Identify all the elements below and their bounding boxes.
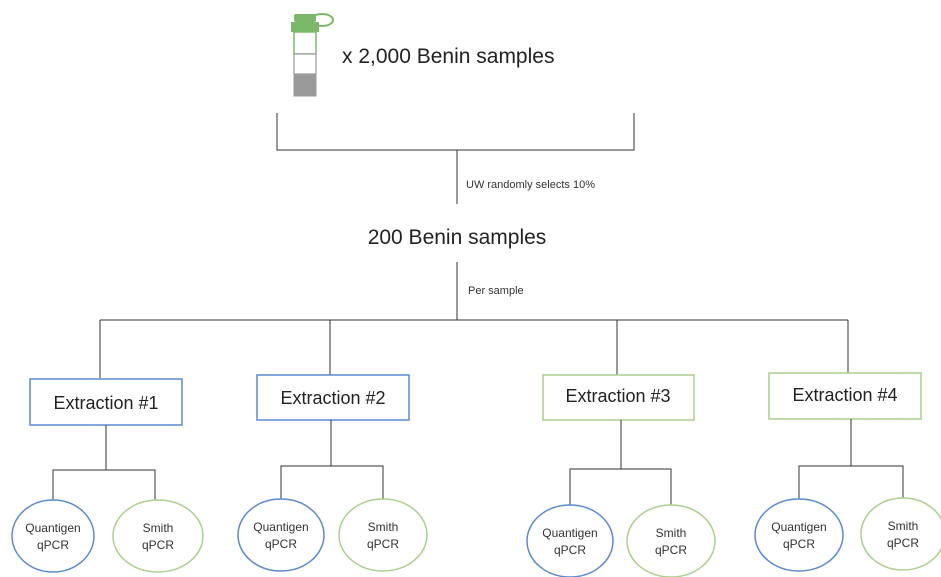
extraction-1-label: Extraction #1 (53, 393, 158, 413)
method-name: Smith (143, 521, 174, 535)
extraction-4-quantigen-qpcr: Quantigen qPCR (754, 498, 844, 572)
method-type: qPCR (655, 543, 687, 557)
extraction-4: Extraction #4 Quantigen qPCR Smith qPCR (754, 372, 941, 572)
oval (754, 498, 844, 572)
method-name: Smith (888, 519, 919, 533)
extraction-3-box (542, 374, 695, 421)
selection-label: UW randomly selects 10% (466, 179, 595, 191)
tube-upper (293, 31, 317, 55)
extraction-2-quantigen-qpcr: Quantigen qPCR (237, 498, 325, 572)
subset-label: 200 Benin samples (368, 226, 547, 249)
extraction-2-fork (280, 465, 384, 503)
sample-tube-icon (291, 13, 334, 97)
oval (338, 498, 428, 572)
extraction-1-fork (52, 469, 156, 505)
extraction-4-box (768, 372, 922, 420)
extraction-2-smith-qpcr: Smith qPCR (338, 498, 428, 572)
oval (860, 497, 941, 571)
extraction-2-box (256, 374, 410, 421)
oval (112, 499, 204, 573)
extraction-3-fork (569, 468, 672, 505)
tube-collar (291, 22, 319, 32)
oval (11, 499, 95, 573)
method-name: Quantigen (253, 520, 308, 534)
per-sample-label: Per sample (468, 285, 524, 297)
collection-bracket (276, 113, 635, 151)
method-type: qPCR (265, 537, 297, 551)
extraction-1-quantigen-qpcr: Quantigen qPCR (11, 499, 95, 573)
method-name: Quantigen (542, 526, 597, 540)
method-type: qPCR (142, 538, 174, 552)
method-name: Quantigen (25, 521, 80, 535)
extraction-1: Extraction #1 Quantigen qPCR Smith qPCR (11, 378, 204, 573)
tube-cap-loop (310, 13, 334, 27)
method-type: qPCR (554, 543, 586, 557)
sample-count-label: x 2,000 Benin samples (342, 45, 554, 68)
extraction-2-label: Extraction #2 (280, 388, 385, 408)
extraction-3-label: Extraction #3 (565, 386, 670, 406)
extraction-3: Extraction #3 Quantigen qPCR Smith qPCR (526, 374, 716, 577)
method-name: Smith (368, 520, 399, 534)
extraction-3-quantigen-qpcr: Quantigen qPCR (526, 504, 614, 577)
extraction-4-fork (798, 465, 904, 503)
method-type: qPCR (37, 538, 69, 552)
method-name: Smith (656, 526, 687, 540)
method-name: Quantigen (771, 520, 826, 534)
extraction-3-smith-qpcr: Smith qPCR (626, 504, 716, 577)
method-type: qPCR (887, 536, 919, 550)
tube-sample-fill (293, 73, 317, 97)
oval (237, 498, 325, 572)
oval (526, 504, 614, 577)
method-type: qPCR (783, 537, 815, 551)
tube-label-area (293, 53, 317, 75)
method-type: qPCR (367, 537, 399, 551)
oval (626, 504, 716, 577)
extraction-1-box (29, 378, 183, 426)
extraction-2: Extraction #2 Quantigen qPCR Smith qPCR (237, 374, 428, 572)
extraction-1-smith-qpcr: Smith qPCR (112, 499, 204, 573)
extraction-4-label: Extraction #4 (792, 385, 897, 405)
extraction-4-smith-qpcr: Smith qPCR (860, 497, 941, 571)
